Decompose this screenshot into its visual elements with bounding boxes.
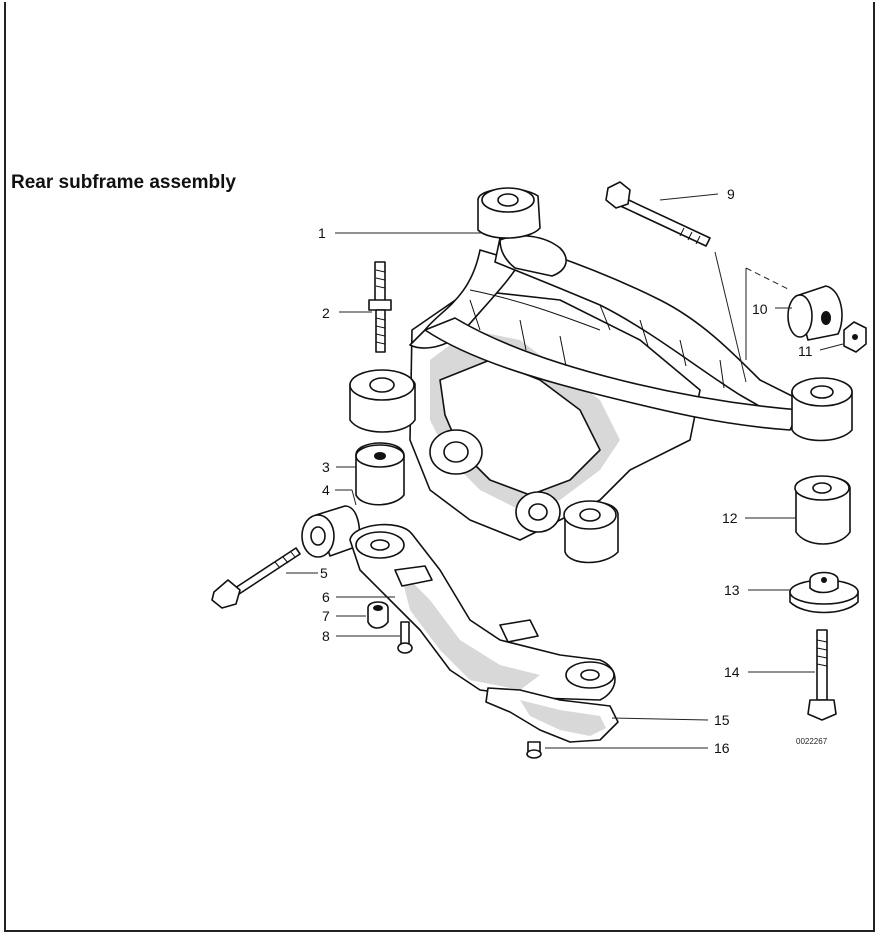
callout-5: 5 — [320, 565, 328, 581]
callout-1: 1 — [318, 225, 326, 241]
center-bushings — [429, 429, 619, 564]
callout-8: 8 — [322, 628, 330, 644]
screw-8 — [397, 621, 413, 654]
diagram-code: 0022267 — [796, 737, 828, 746]
rear-arm-6 — [349, 523, 616, 701]
callout-labels: 1 2 3 4 5 6 7 8 9 10 11 12 13 14 15 16 0… — [318, 186, 828, 756]
callout-6: 6 — [322, 589, 330, 605]
callout-7: 7 — [322, 608, 330, 624]
bushing-10 — [787, 285, 843, 341]
callout-4: 4 — [322, 482, 330, 498]
diagram-title: Rear subframe assembly — [11, 172, 236, 193]
bolt-9 — [605, 181, 711, 247]
rubber-mount-3 — [355, 442, 405, 506]
washer-13 — [789, 571, 859, 614]
callout-14: 14 — [724, 664, 740, 680]
bolt-14 — [807, 629, 837, 721]
nut-11 — [843, 321, 867, 353]
callout-10: 10 — [752, 301, 768, 317]
callout-9: 9 — [727, 186, 735, 202]
callout-13: 13 — [724, 582, 740, 598]
callout-3: 3 — [322, 459, 330, 475]
bolt-5 — [211, 547, 301, 609]
screw-16 — [526, 741, 542, 759]
leader-lines — [286, 193, 844, 749]
callout-16: 16 — [714, 740, 730, 756]
page-frame — [4, 2, 875, 932]
right-mount — [791, 377, 853, 442]
callout-12: 12 — [722, 510, 738, 526]
upper-mount — [477, 187, 541, 239]
shield-15 — [485, 687, 619, 743]
nut-7 — [367, 601, 389, 629]
subframe-body — [409, 235, 801, 541]
callout-2: 2 — [322, 305, 330, 321]
callout-15: 15 — [714, 712, 730, 728]
bushing-4 — [301, 505, 361, 558]
callout-11: 11 — [798, 343, 813, 359]
rubber-mount-12 — [794, 475, 851, 545]
stud-bolt-2 — [368, 261, 392, 353]
left-front-mount — [349, 369, 416, 433]
